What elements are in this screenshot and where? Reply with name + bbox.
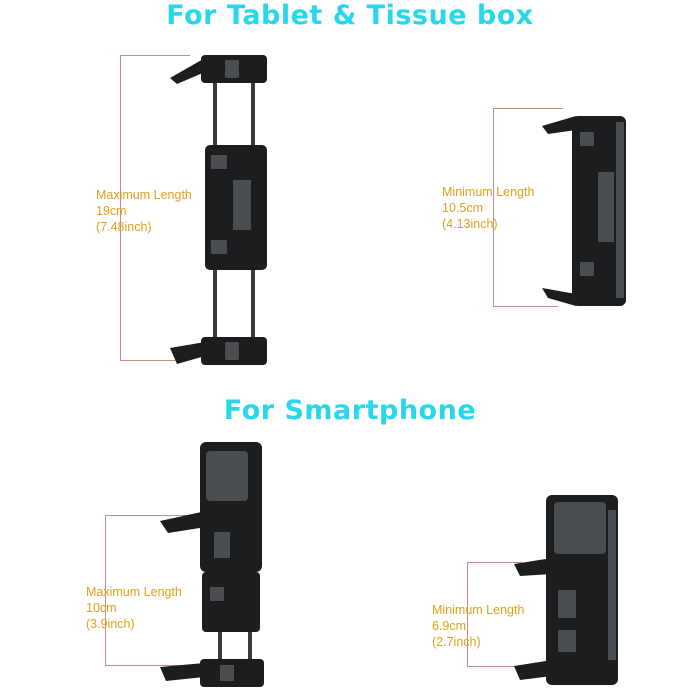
phone-max-label: Maximum Length 10cm (3.9inch) xyxy=(86,584,182,632)
phone-min-bottom-tick xyxy=(467,666,527,667)
tablet-max-top-tick xyxy=(120,55,190,56)
phone-max-bottom-tick xyxy=(105,665,195,666)
tablet-min-imperial: (4.13inch) xyxy=(442,217,498,231)
tablet-max-imperial: (7.48inch) xyxy=(96,220,152,234)
tablet-section-heading: For Tablet & Tissue box xyxy=(166,0,534,31)
phone-min-label: Minimum Length 6.9cm (2.7inch) xyxy=(432,602,524,650)
tablet-max-dimension-line xyxy=(120,55,121,360)
phone-max-title: Maximum Length xyxy=(86,585,182,599)
tablet-holder-extended-image xyxy=(170,55,267,365)
phone-min-title: Minimum Length xyxy=(432,603,525,617)
phone-holder-extended-image xyxy=(160,442,264,687)
phone-min-metric: 6.9cm xyxy=(432,619,467,633)
tablet-max-bottom-tick xyxy=(120,360,185,361)
phone-min-top-tick xyxy=(467,562,522,563)
phone-max-top-tick xyxy=(105,515,190,516)
phone-min-dimension-line xyxy=(467,562,468,666)
phone-max-metric: 10cm xyxy=(86,601,117,615)
phone-holder-retracted-image xyxy=(514,495,618,685)
tablet-min-dimension-line xyxy=(493,108,494,306)
tablet-max-label: Maximum Length 19cm (7.48inch) xyxy=(96,187,192,235)
tablet-min-title: Minimum Length xyxy=(442,185,535,199)
tablet-min-bottom-tick xyxy=(493,306,558,307)
phone-min-imperial: (2.7inch) xyxy=(432,635,481,649)
phone-max-imperial: (3.9inch) xyxy=(86,617,135,631)
tablet-min-metric: 10.5cm xyxy=(442,201,483,215)
tablet-max-title: Maximum Length xyxy=(96,188,192,202)
tablet-min-top-tick xyxy=(493,108,563,109)
phone-max-dimension-line xyxy=(105,515,106,665)
smartphone-section-heading: For Smartphone xyxy=(223,395,477,426)
tablet-holder-retracted-image xyxy=(542,116,626,306)
tablet-min-label: Minimum Length 10.5cm (4.13inch) xyxy=(442,184,534,232)
tablet-max-metric: 19cm xyxy=(96,204,127,218)
